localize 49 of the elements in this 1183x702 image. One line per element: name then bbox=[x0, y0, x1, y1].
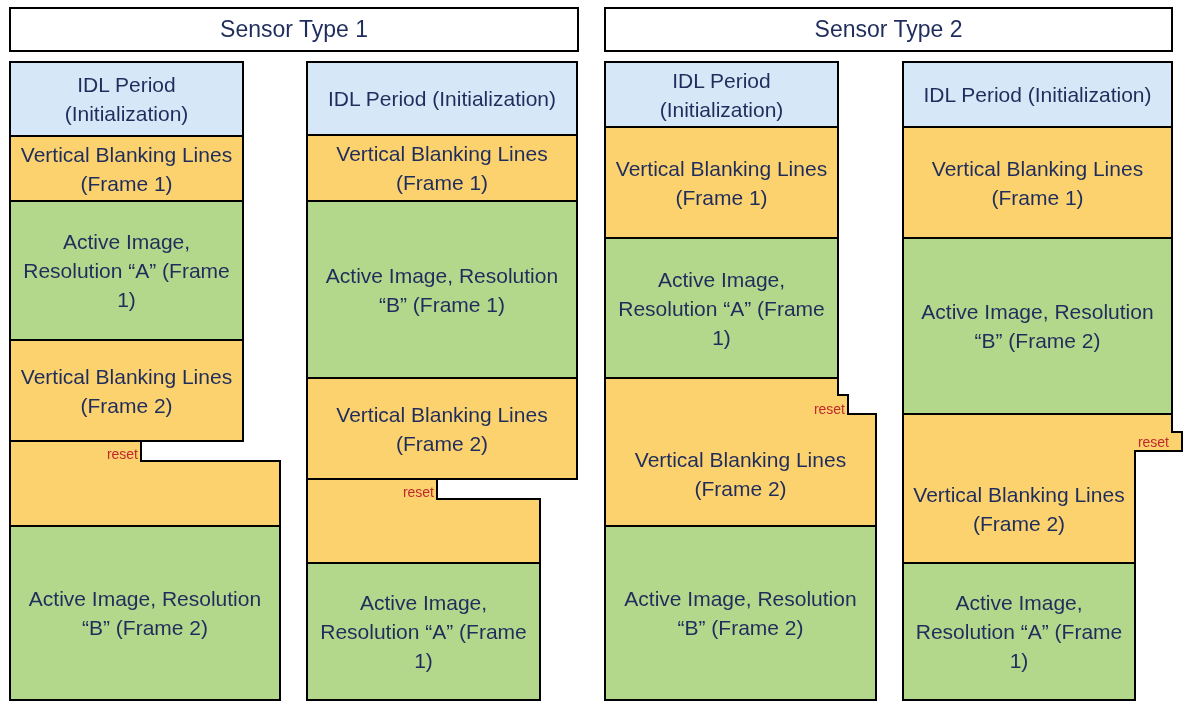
active-image-band bbox=[307, 563, 540, 700]
blanking-band bbox=[605, 127, 838, 238]
blanking-band bbox=[10, 136, 243, 201]
band-label: Vertical Blanking Lines (Frame 2) bbox=[19, 363, 234, 419]
active-image-band bbox=[903, 238, 1172, 414]
band-label: Active Image, Resolution “A” (Frame 1) bbox=[914, 590, 1124, 674]
band-label: Vertical Blanking Lines (Frame 1) bbox=[930, 155, 1145, 211]
band-label: IDL Period (Initialization) bbox=[658, 67, 785, 123]
reset-label: reset bbox=[402, 484, 434, 500]
band-label: Active Image, Resolution “B” (Frame 2) bbox=[27, 586, 263, 641]
header-box bbox=[10, 8, 578, 51]
band-label: Active Image, Resolution “A” (Frame 1) bbox=[617, 266, 826, 351]
band-label: IDL Period (Initialization) bbox=[63, 72, 190, 127]
band-label: Vertical Blanking Lines (Frame 2) bbox=[912, 482, 1126, 537]
blanking-band bbox=[903, 414, 1182, 563]
header-title: Sensor Type 1 bbox=[220, 15, 368, 44]
active-image-band bbox=[605, 238, 838, 378]
band-label: IDL Period (Initialization) bbox=[328, 86, 556, 112]
band-label: Vertical Blanking Lines (Frame 1) bbox=[335, 141, 549, 196]
band-label: Vertical Blanking Lines (Frame 1) bbox=[19, 141, 234, 197]
band-label: Active Image, Resolution “A” (Frame 1) bbox=[319, 590, 528, 674]
band-label: Vertical Blanking Lines (Frame 1) bbox=[614, 155, 829, 211]
blanking-band bbox=[307, 479, 540, 563]
band-label: IDL Period (Initialization) bbox=[923, 82, 1152, 108]
blanking-band bbox=[307, 378, 577, 479]
blanking-band bbox=[903, 127, 1172, 238]
reset-label: reset bbox=[1137, 434, 1169, 450]
band-label: Active Image, Resolution “B” (Frame 1) bbox=[324, 262, 560, 318]
band-label: Active Image, Resolution “A” (Frame 1) bbox=[22, 229, 231, 313]
reset-label: reset bbox=[106, 446, 138, 462]
blanking-band bbox=[10, 340, 243, 441]
initialization-band bbox=[903, 62, 1172, 127]
initialization-band bbox=[10, 62, 243, 136]
band-label: Vertical Blanking Lines (Frame 2) bbox=[633, 447, 848, 502]
active-image-band bbox=[10, 526, 280, 700]
active-image-band bbox=[605, 526, 876, 700]
blanking-band bbox=[307, 135, 577, 201]
header-box bbox=[605, 8, 1172, 51]
blanking-band bbox=[605, 378, 876, 526]
band-label: Active Image, Resolution “B” (Frame 2) bbox=[920, 299, 1155, 354]
header-title: Sensor Type 2 bbox=[814, 15, 963, 44]
initialization-band bbox=[307, 62, 577, 135]
active-image-band bbox=[903, 563, 1135, 700]
active-image-band bbox=[10, 201, 243, 340]
band-label: Vertical Blanking Lines (Frame 2) bbox=[335, 401, 549, 457]
band-label: Active Image, Resolution “B” (Frame 2) bbox=[623, 586, 858, 641]
initialization-band bbox=[605, 62, 838, 127]
active-image-band bbox=[307, 201, 577, 378]
reset-label: reset bbox=[813, 401, 845, 417]
